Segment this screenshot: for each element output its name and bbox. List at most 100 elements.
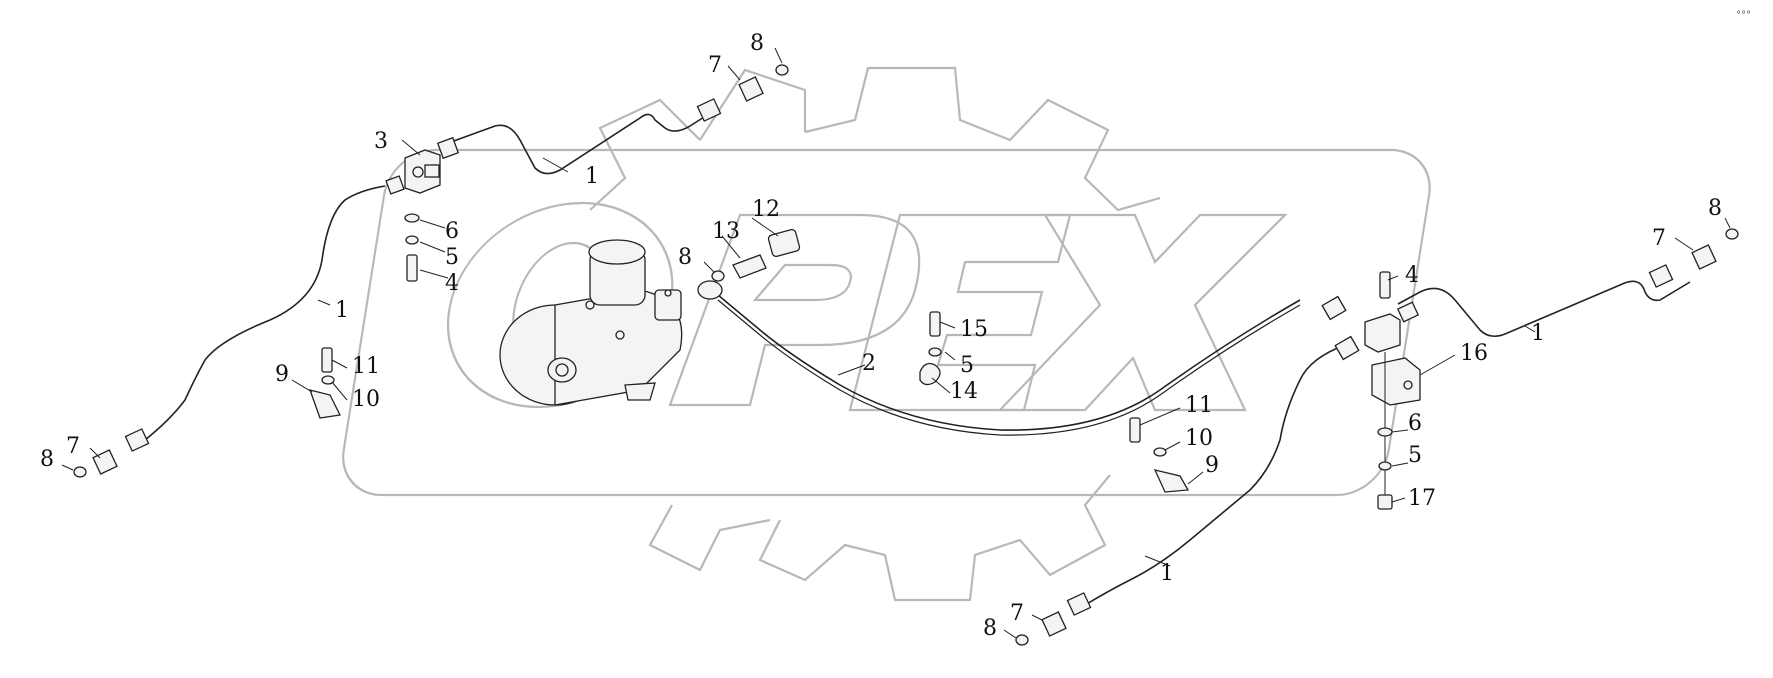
- callout-1: 1: [585, 164, 599, 189]
- pipe-lower-right: [1084, 344, 1346, 606]
- nut-left-3: [424, 164, 440, 178]
- callout-15: 15: [960, 317, 988, 342]
- reservoir-cap: [588, 239, 646, 265]
- pipe-upper-left: [439, 111, 713, 175]
- callout-7: 7: [1010, 601, 1024, 626]
- washer-5-left: [405, 235, 419, 245]
- tee-bolt-left: [412, 166, 424, 178]
- brake-pipes: [144, 111, 1691, 606]
- callout-8: 8: [750, 31, 764, 56]
- fitting-7-lower-right: [1041, 611, 1067, 637]
- nut-right-lower: [1334, 335, 1360, 361]
- callout-10: 10: [1185, 426, 1213, 451]
- nut-lower-right: [1066, 592, 1092, 616]
- callout-11: 11: [1185, 393, 1213, 418]
- seal-8-center: [711, 270, 725, 282]
- clamp-14: [919, 362, 941, 386]
- hose-main: [717, 294, 1301, 431]
- bolt-4-left: [406, 254, 418, 282]
- callout-2: 2: [862, 351, 876, 376]
- booster-inner-port: [555, 363, 569, 377]
- bracket-9-right: [1153, 469, 1190, 493]
- nut-right-tee: [1396, 301, 1420, 323]
- bolt-15: [929, 311, 941, 337]
- nut-left-2: [436, 136, 460, 160]
- pipe-upper-right: [1397, 280, 1691, 338]
- callout-13: 13: [712, 219, 740, 244]
- callout-5: 5: [960, 353, 974, 378]
- callout-7: 7: [1652, 226, 1666, 251]
- leader-lines: [61, 47, 1731, 639]
- bracket-16-hole: [1403, 380, 1413, 390]
- nut-lower-left: [124, 428, 150, 452]
- callout-16: 16: [1460, 341, 1488, 366]
- washer-10-left: [321, 375, 335, 385]
- callout-7: 7: [708, 53, 722, 78]
- callout-4: 4: [1405, 263, 1419, 288]
- watermark-frame: [342, 148, 1431, 497]
- callout-6: 6: [1408, 411, 1422, 436]
- washer-5-right: [1378, 461, 1392, 471]
- washer-6-right: [1377, 427, 1393, 437]
- bolt-11-left: [321, 347, 333, 373]
- watermark: [342, 66, 1431, 602]
- switch-12: [767, 229, 801, 257]
- bracket-9-left: [308, 389, 341, 419]
- washer-5-center: [928, 347, 942, 357]
- booster-assembly: [499, 239, 683, 406]
- hose-end-fitting: [1321, 295, 1347, 321]
- banjo-eye: [697, 280, 723, 300]
- bolt-4-right: [1379, 271, 1391, 299]
- callout-7: 7: [66, 434, 80, 459]
- washer-6-left: [404, 213, 420, 223]
- callout-4: 4: [445, 271, 459, 296]
- fitting-7-lower-left: [92, 449, 118, 475]
- callout-10: 10: [352, 387, 380, 412]
- pipe-lower-left: [144, 185, 386, 441]
- callout-labels: 1 1 1 1 2 3 4 4 5 5 5 6 6 7 7 7 7 8 8 8 …: [40, 31, 1722, 641]
- callout-12: 12: [752, 197, 780, 222]
- callout-11: 11: [352, 354, 380, 379]
- watermark-letter-p: [668, 213, 921, 407]
- callout-14: 14: [950, 379, 978, 404]
- seal-8-lower-right: [1015, 634, 1029, 646]
- seal-8-lower-left: [73, 466, 87, 478]
- bolt-11-right: [1129, 417, 1141, 443]
- callout-5: 5: [445, 245, 459, 270]
- union-13: [732, 254, 767, 279]
- watermark-gear: [589, 66, 1161, 602]
- callout-8: 8: [40, 447, 54, 472]
- callout-3: 3: [374, 129, 388, 154]
- callout-1: 1: [1531, 321, 1545, 346]
- nut-upper-right: [1648, 264, 1674, 288]
- nut-upper-left: [696, 98, 722, 122]
- booster-bolt-1: [585, 300, 595, 310]
- corner-mark: °°°: [1736, 10, 1751, 21]
- booster-foot: [624, 382, 656, 401]
- nut-17: [1377, 494, 1393, 510]
- callout-5: 5: [1408, 443, 1422, 468]
- callout-6: 6: [445, 219, 459, 244]
- seal-8-upper: [775, 64, 789, 76]
- callout-1: 1: [335, 298, 349, 323]
- fitting-7-upper-right: [1691, 244, 1717, 270]
- booster-bolt-2: [615, 330, 625, 340]
- callout-17: 17: [1408, 486, 1436, 511]
- fitting-7-upper: [738, 76, 764, 102]
- nut-left-1: [385, 175, 405, 195]
- tee-block-right: [1364, 313, 1401, 353]
- seal-8-upper-right: [1725, 228, 1739, 240]
- callout-8: 8: [983, 616, 997, 641]
- watermark-letter-x: [997, 213, 1288, 412]
- booster-bolt-3: [664, 289, 672, 297]
- hose-main-inner: [717, 299, 1301, 436]
- callout-8: 8: [1708, 196, 1722, 221]
- callout-1: 1: [1160, 561, 1174, 586]
- parts: [73, 64, 1739, 646]
- bracket-16: [1371, 357, 1421, 406]
- callout-8: 8: [678, 245, 692, 270]
- callout-9: 9: [1205, 453, 1219, 478]
- callout-9: 9: [275, 362, 289, 387]
